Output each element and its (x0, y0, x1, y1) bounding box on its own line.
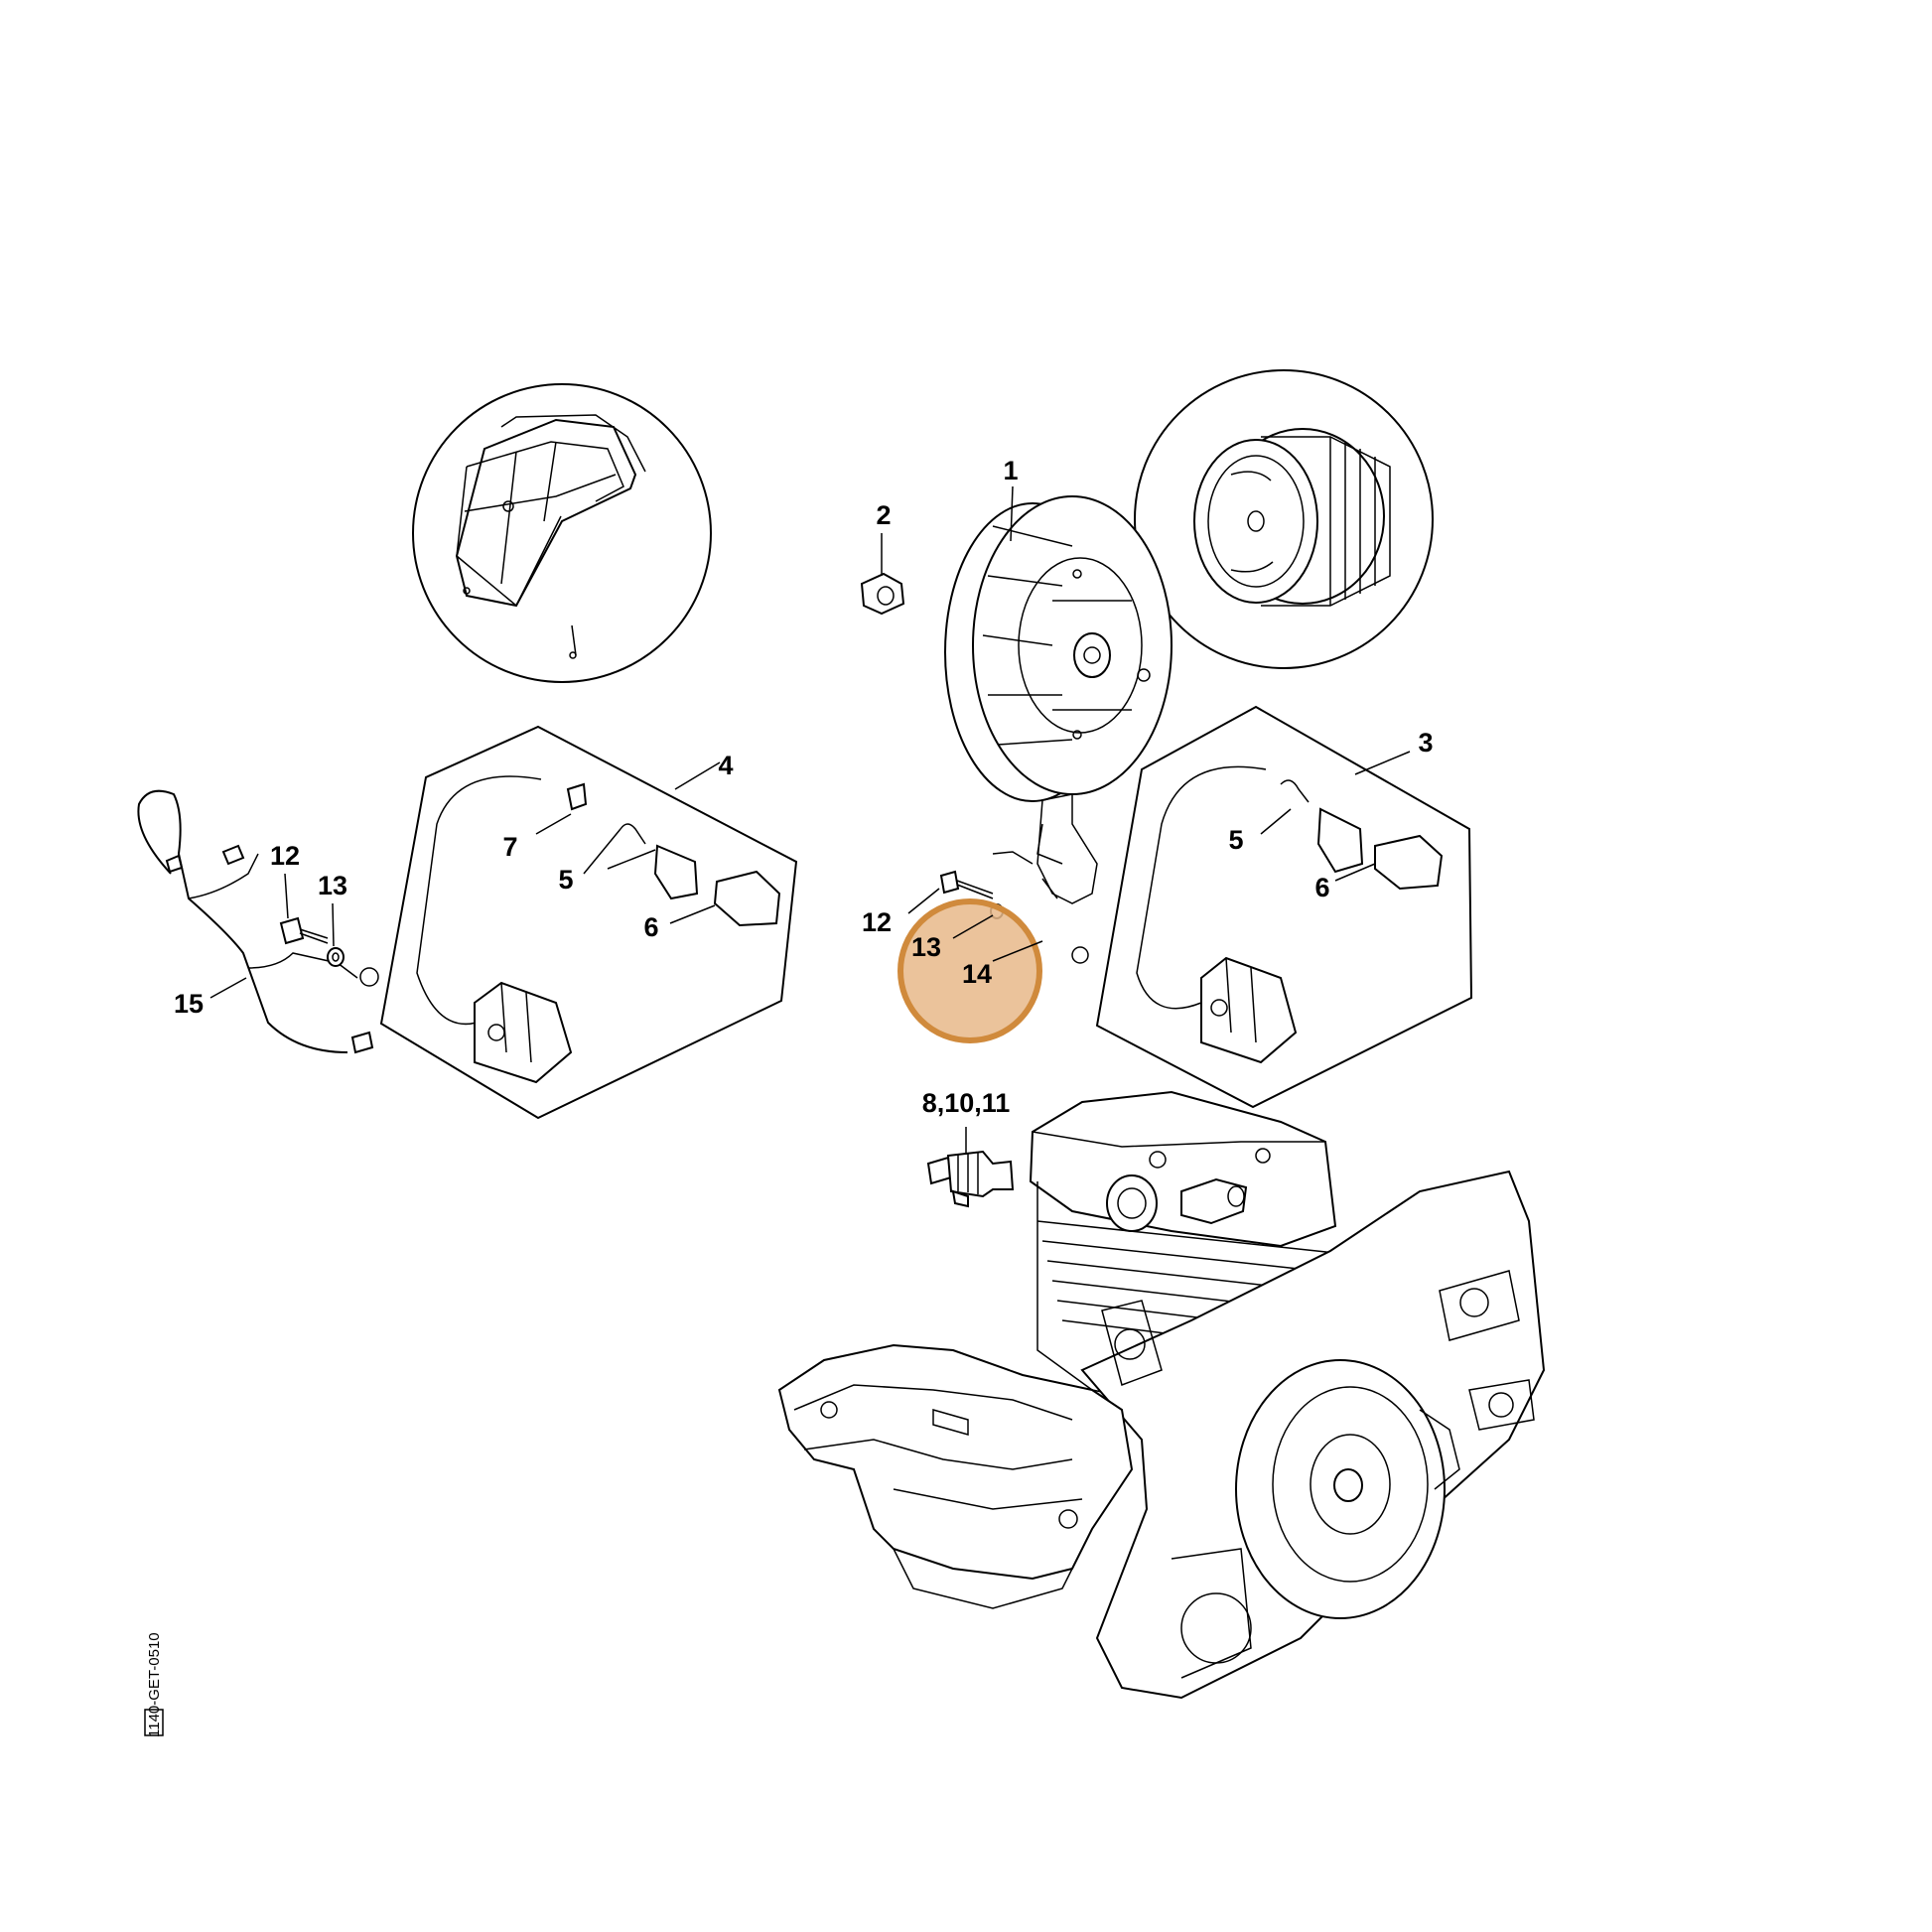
callout-8-10-11: 8,10,11 (922, 1088, 1011, 1118)
ignition-module-box-left (379, 725, 798, 1120)
callout-13-left: 13 (318, 871, 347, 900)
callout-15: 15 (174, 989, 204, 1019)
callout-2: 2 (876, 500, 891, 530)
spark-plug-part-8-10-11 (926, 1150, 1015, 1208)
callout-6-left: 6 (643, 912, 658, 942)
drawing-code-text: 1140-GET-0510 (146, 1632, 163, 1737)
callout-5-right: 5 (1228, 825, 1243, 855)
nut-part-2 (860, 572, 905, 616)
engine-block (777, 1090, 1546, 1700)
wiring-harness-part-15 (137, 789, 379, 1054)
callout-14: 14 (962, 959, 992, 989)
screw-washer-left (279, 916, 345, 967)
ignition-module-box-right (1095, 705, 1473, 1109)
highlight-marker[interactable] (897, 898, 1042, 1043)
callout-13-mid: 13 (911, 932, 941, 962)
callout-12-left: 12 (270, 841, 300, 871)
callout-1: 1 (1003, 456, 1018, 485)
filter-element-detail (1134, 369, 1434, 669)
callout-labels: 1 2 3 4 5 6 7 5 6 12 13 15 12 13 14 8,10… (174, 456, 1434, 1118)
callout-6-right: 6 (1314, 873, 1329, 902)
callout-4: 4 (718, 751, 733, 780)
callout-5-left: 5 (558, 865, 573, 895)
callout-12-mid: 12 (862, 907, 892, 937)
drawing-reference: 1140-GET-0510 (146, 1632, 163, 1737)
callout-3: 3 (1418, 728, 1433, 758)
callout-7: 7 (502, 832, 517, 862)
leader-lines (209, 485, 1411, 1155)
air-filter-detail (412, 383, 712, 683)
drawing-code-box (144, 1709, 164, 1736)
flywheel-part-1 (944, 495, 1173, 802)
